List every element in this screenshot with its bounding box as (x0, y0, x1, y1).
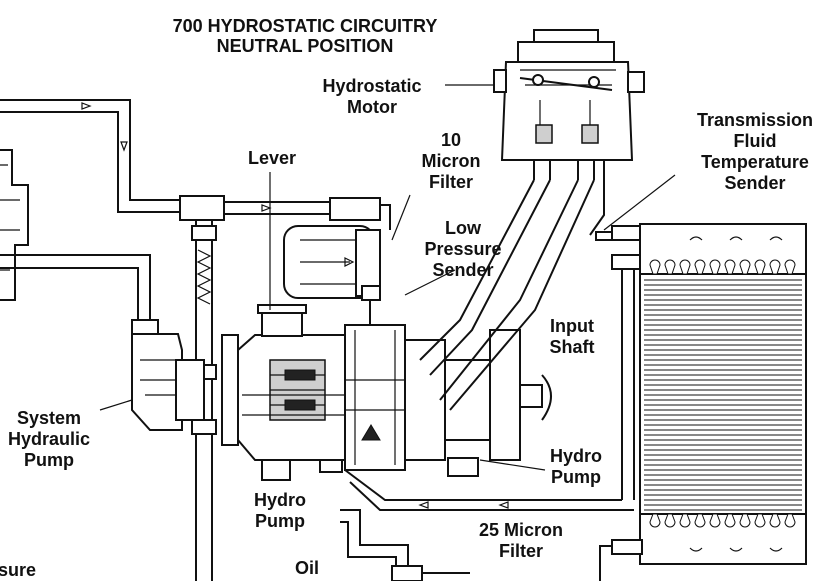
cooler-tube-top (724, 259, 736, 275)
label-line: Oil (294, 558, 319, 578)
label-line: Lever (247, 148, 297, 168)
cooler-tube-bottom (754, 513, 766, 528)
cooler-tube-bottom (649, 513, 661, 528)
cooler-tube-top (694, 259, 706, 275)
label-10-micron-filter: 10 Micron Filter (410, 130, 492, 193)
label-25-micron-filter: 25 Micron Filter (460, 520, 582, 562)
label-line: Hydro (549, 446, 602, 466)
label-transmission-fluid-temperature-sender: Transmission Fluid Temperature Sender (676, 110, 834, 194)
label-input-shaft: Input Shaft (532, 316, 612, 358)
hydro-pump-housing (221, 304, 552, 481)
cooler-tube-top (739, 259, 751, 275)
micron-filter-25 (340, 509, 612, 581)
cooler-tube-bottom (769, 513, 781, 528)
lower-return-line (344, 469, 634, 511)
cooler-tube-top (754, 259, 766, 275)
label-lever: Lever (232, 148, 312, 169)
oil-cooler (595, 223, 807, 565)
title-line-2: NEUTRAL POSITION (216, 36, 394, 56)
label-line: Hydraulic (7, 429, 91, 449)
label-line: Micron (421, 151, 481, 171)
cooler-tube-top (709, 259, 721, 275)
cooler-tube-bottom (709, 513, 721, 528)
system-hydraulic-pump-body (99, 333, 205, 431)
label-hydrostatic-motor: Hydrostatic Motor (308, 76, 436, 118)
low-pressure-filter (283, 225, 381, 325)
left-lower-line (0, 254, 159, 335)
left-edge-housing (0, 149, 29, 301)
label-line: Sender (432, 260, 494, 280)
label-system-hydraulic-pump: System Hydraulic Pump (0, 408, 104, 471)
label-line: Temperature (701, 152, 809, 172)
label-line: Pump (254, 511, 305, 531)
label-line: Filter (428, 172, 473, 192)
label-hydro-pump-bottom: Hydro Pump (240, 490, 320, 532)
label-line: Low (445, 218, 481, 238)
label-line: Motor (347, 97, 397, 117)
label-line: Hydro (253, 490, 306, 510)
leader-lines (269, 84, 676, 471)
label-low-pressure-sender: Low Pressure Sender (408, 218, 518, 281)
cooler-tube-bottom (694, 513, 706, 528)
diagram-title: 700 HYDROSTATIC CIRCUITRY NEUTRAL POSITI… (140, 16, 470, 56)
label-line: Sender (724, 173, 786, 193)
cooler-tube-bottom (739, 513, 751, 528)
label-oil: Oil (282, 558, 332, 579)
cooler-tube-top (769, 259, 781, 275)
label-line: Pump (550, 467, 601, 487)
label-line: 10 (440, 130, 462, 150)
cooler-tube-top (649, 259, 661, 275)
cooler-tube-top (664, 259, 676, 275)
label-hydro-pump-right: Hydro Pump (536, 446, 616, 488)
label-line: Input (550, 316, 594, 336)
label-line: Transmission (696, 110, 814, 130)
cooler-tube-top (784, 259, 796, 275)
label-line: Hydrostatic (322, 76, 422, 96)
motor-to-pump-lines (419, 179, 605, 411)
label-line: Pump (23, 450, 74, 470)
title-line-1: 700 HYDROSTATIC CIRCUITRY (172, 16, 438, 36)
cooler-tube-bottom (679, 513, 691, 528)
label-line: Pressure (424, 239, 502, 259)
label-line: Filter (498, 541, 543, 561)
label-sure-fragment: sure (0, 560, 46, 581)
cooler-tube-bottom (664, 513, 676, 528)
cooler-tube-bottom (784, 513, 796, 528)
cooler-tube-top (679, 259, 691, 275)
label-line: System (16, 408, 82, 428)
top-return-line (0, 99, 185, 213)
cooler-tube-bottom (724, 513, 736, 528)
label-line: Shaft (549, 337, 595, 357)
label-line: sure (0, 560, 37, 580)
label-line: 25 Micron (478, 520, 564, 540)
hydrostatic-motor-body (493, 29, 645, 180)
cooler-fins (644, 259, 802, 528)
upper-manifold-lines (179, 195, 391, 230)
label-line: Fluid (733, 131, 777, 151)
